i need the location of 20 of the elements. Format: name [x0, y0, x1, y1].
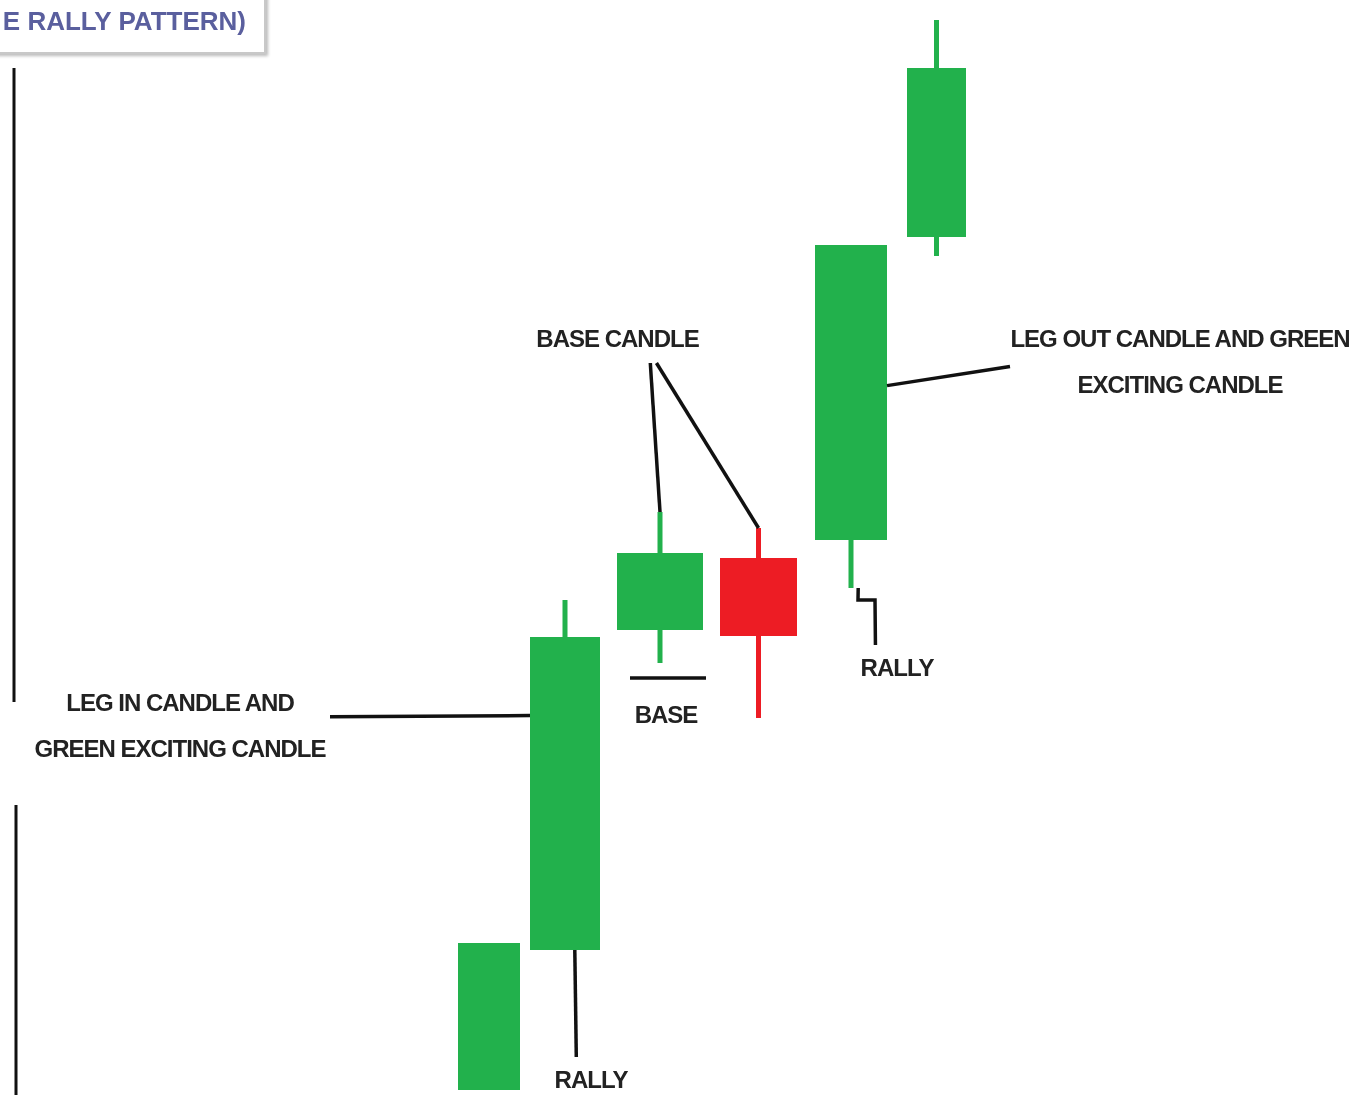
leader-line: [573, 949, 579, 1058]
title-box: [0, 0, 266, 54]
candlestick: [458, 943, 520, 1090]
leader-line: [330, 713, 530, 719]
candlestick: [907, 20, 966, 256]
callout-label: BASE CANDLE: [515, 316, 720, 363]
leader-line: [654, 362, 760, 529]
callout-label: RALLY: [542, 1057, 640, 1095]
callout-label: LEG OUT CANDLE AND GREEN EXCITING CANDLE: [1010, 316, 1350, 408]
title-text: E RALLY PATTERN): [2, 5, 246, 37]
candlestick: [530, 600, 600, 950]
candlestick: [720, 528, 797, 718]
callout-label: RALLY: [848, 645, 946, 692]
leader-line: [856, 587, 878, 645]
leader-line: [648, 362, 662, 513]
callout-label: LEG IN CANDLE AND GREEN EXCITING CANDLE: [30, 680, 330, 772]
candlestick: [815, 245, 887, 588]
text-label: BASE: [633, 700, 699, 730]
candlestick: [617, 512, 703, 663]
leader-line: [886, 364, 1011, 388]
